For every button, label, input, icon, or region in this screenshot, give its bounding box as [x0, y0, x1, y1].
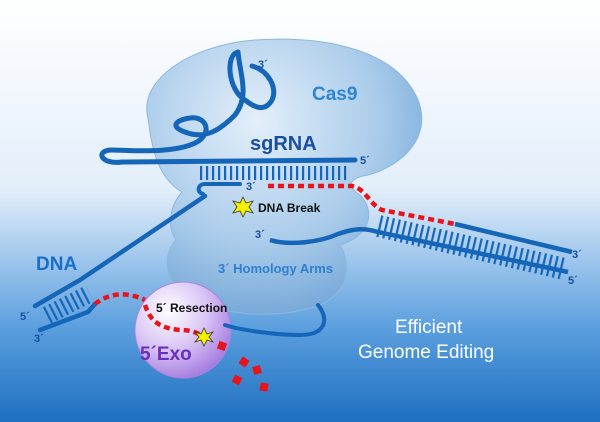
homology-arms-label: 3´ Homology Arms	[218, 261, 333, 276]
sgrna-strand	[99, 49, 358, 165]
released-nucleotides	[216, 340, 269, 392]
end-left-3: 3´	[34, 333, 44, 345]
dna-break-star-icon	[232, 196, 254, 218]
resection-label: 5´ Resection	[156, 301, 227, 315]
resected-strand-exo	[142, 304, 207, 342]
left-dna-duplex	[32, 193, 208, 333]
dna-break-label: DNA Break	[258, 201, 321, 215]
sgrna-label: sgRNA	[250, 133, 317, 155]
end-right-5: 5´	[568, 275, 578, 287]
exo-enzyme	[134, 281, 232, 379]
right-dna-duplex	[269, 214, 573, 280]
resected-strand-upper	[268, 183, 456, 227]
exo-label: 5´Exo	[140, 344, 192, 365]
end-sgrna-3: 3´	[258, 59, 268, 71]
caption-line2: Genome Editing	[358, 342, 494, 363]
target-strand	[196, 182, 242, 196]
dna-label: DNA	[36, 254, 77, 275]
sgrna-base-pairs	[200, 166, 350, 180]
end-sgrna-5: 5´	[360, 155, 370, 167]
cas9-label: Cas9	[312, 84, 357, 105]
end-left-5: 5´	[20, 311, 30, 323]
end-right-3: 3´	[572, 249, 582, 261]
caption-line1: Efficient	[395, 317, 463, 338]
end-lower-3: 3´	[255, 229, 265, 241]
end-target-3: 3´	[246, 181, 256, 193]
exo-break-star-icon	[193, 327, 215, 347]
exo-tether	[223, 303, 327, 338]
